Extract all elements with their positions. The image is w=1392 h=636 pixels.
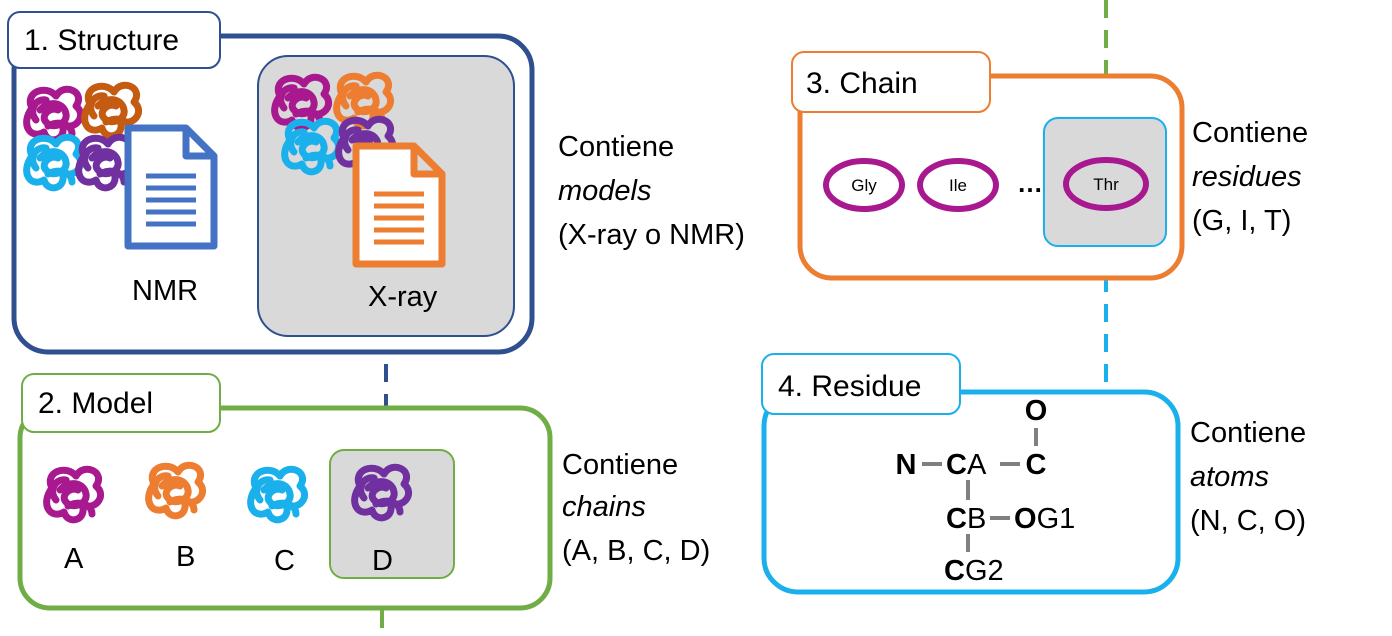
chain-label-a: A <box>64 543 84 575</box>
atom-n: N <box>896 449 917 481</box>
residue-description: Contiene atoms (N, C, O) <box>1190 417 1306 537</box>
structure-title: 1. Structure <box>24 24 179 57</box>
chain-label-b: B <box>176 541 195 573</box>
model-title: 2. Model <box>38 387 153 420</box>
residue-ile-pill <box>917 158 999 212</box>
model-panel: A B C D 2. Model <box>17 373 553 611</box>
chain-desc-line1: Contiene <box>1192 117 1308 149</box>
atom-o: O <box>1025 395 1048 427</box>
residue-gly-label: Gly <box>851 176 877 195</box>
chain-desc-line3: (G, I, T) <box>1192 205 1291 237</box>
residue-desc-line2: atoms <box>1190 461 1269 493</box>
chain-description: Contiene residues (G, I, T) <box>1192 117 1308 237</box>
residue-ellipsis: … <box>1017 168 1043 198</box>
xray-document-icon <box>356 146 442 264</box>
chain-title-tag <box>791 51 991 113</box>
model-title-tag <box>21 373 221 433</box>
residue-panel: N CA C O CB OG1 CG2 4. Residue <box>761 353 1181 595</box>
residue-box <box>761 389 1181 595</box>
residue-ile-label: Ile <box>949 176 967 195</box>
atom-og1: OG1 <box>1014 503 1075 535</box>
xray-label: X-ray <box>368 281 438 313</box>
structure-description: Contiene models (X-ray o NMR) <box>558 131 745 251</box>
chain-panel: Gly Ile … Thr 3. Chain <box>791 51 1185 281</box>
atom-ca: CA <box>946 449 987 481</box>
atom-cg2: CG2 <box>944 555 1004 587</box>
nmr-label: NMR <box>132 275 198 307</box>
chain-label-c: C <box>274 545 295 577</box>
model-description: Contiene chains (A, B, C, D) <box>562 449 710 567</box>
model-desc-line3: (A, B, C, D) <box>562 535 710 567</box>
atom-cb: CB <box>946 503 986 535</box>
nmr-document-icon <box>128 128 214 246</box>
chain-label-d: D <box>372 545 393 577</box>
residue-title: 4. Residue <box>778 370 921 403</box>
structure-desc-line3: (X-ray o NMR) <box>558 219 745 251</box>
residue-desc-line3: (N, C, O) <box>1190 505 1306 537</box>
residue-gly-pill <box>823 158 905 212</box>
structure-desc-line1: Contiene <box>558 131 674 163</box>
model-desc-line1: Contiene <box>562 449 678 481</box>
residue-title-tag <box>761 353 961 415</box>
structure-desc-line2: models <box>558 175 652 207</box>
atom-c: C <box>1026 449 1047 481</box>
chain-title: 3. Chain <box>806 67 918 100</box>
structure-panel: NMR X-ray 1. Structure <box>7 11 535 355</box>
model-desc-line2: chains <box>562 491 646 523</box>
structure-title-tag <box>7 11 221 69</box>
residue-desc-line1: Contiene <box>1190 417 1306 449</box>
residue-thr-label: Thr <box>1093 175 1119 194</box>
chain-desc-line2: residues <box>1192 161 1302 193</box>
residue-thr-pill <box>1063 157 1149 211</box>
atom-bonds <box>922 428 1038 552</box>
